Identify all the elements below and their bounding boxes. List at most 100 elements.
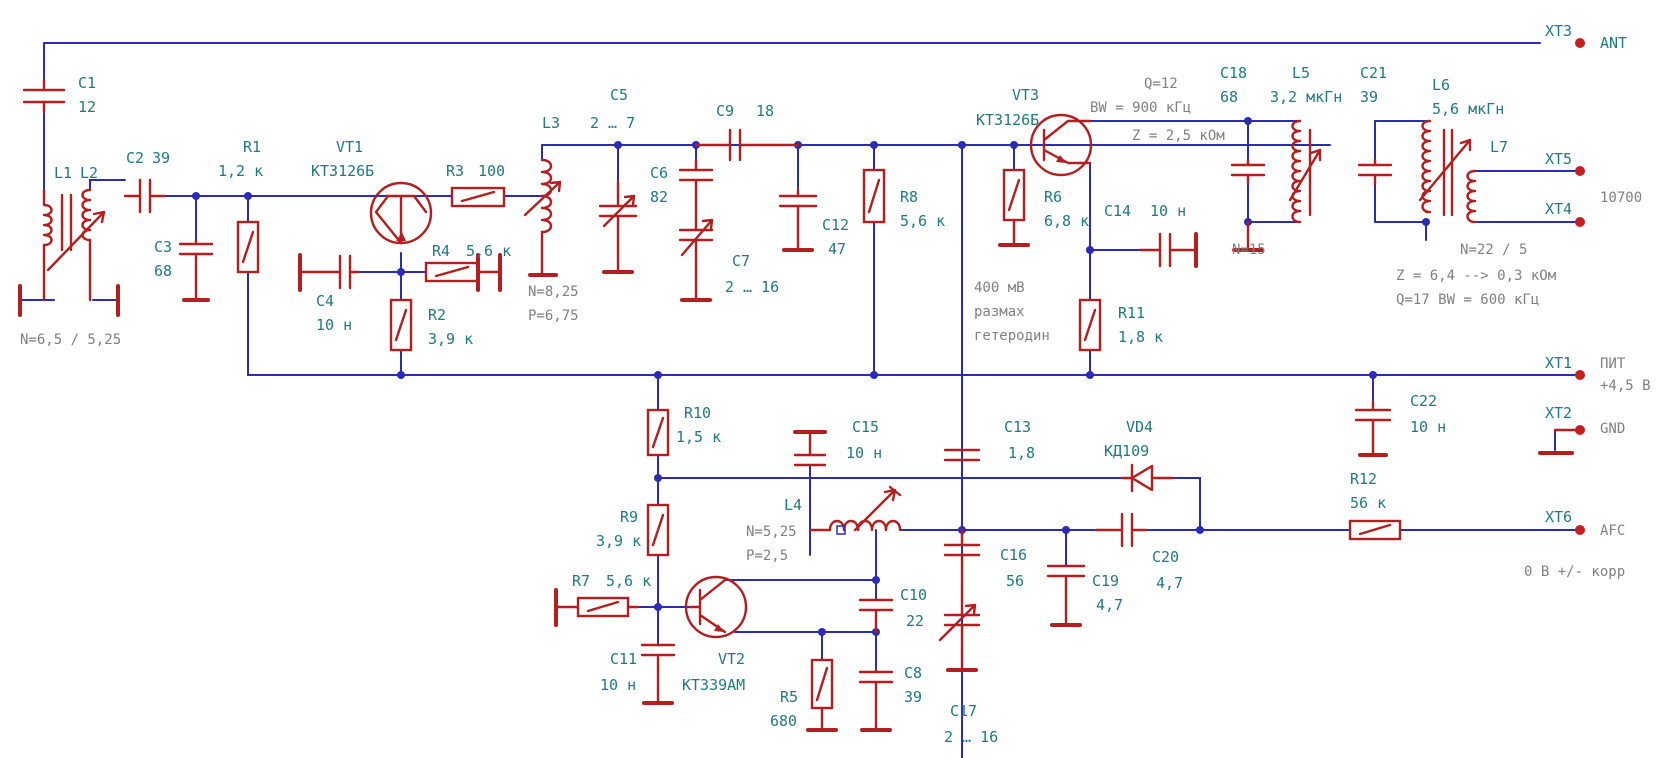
connector-net-xt2: GND bbox=[1600, 421, 1625, 437]
note-lo-label: гетеродин bbox=[974, 328, 1050, 344]
val-r7: 5,6 к bbox=[606, 572, 651, 590]
val-r1: 1,2 к bbox=[218, 162, 263, 180]
val-r11: 1,8 к bbox=[1118, 328, 1163, 346]
connector-ref-xt4: XT4 bbox=[1545, 200, 1572, 218]
ref-l5: L5 bbox=[1292, 64, 1310, 82]
note-l3-tap: P=6,75 bbox=[528, 308, 579, 324]
note-z1: Z = 2,5 кОм bbox=[1132, 128, 1225, 144]
ref-c7: C7 bbox=[732, 252, 750, 270]
connector-net-xt4: 10700 bbox=[1600, 190, 1642, 206]
val-c7: 2 … 16 bbox=[725, 278, 779, 296]
val-vt2: КТ339АМ bbox=[682, 676, 745, 694]
connector-ref-xt2: XT2 bbox=[1545, 404, 1572, 422]
ref-vt3: VT3 bbox=[1012, 86, 1039, 104]
ref-c17: C17 bbox=[950, 702, 977, 720]
connector-dots bbox=[1538, 38, 1585, 535]
val-r2: 3,9 к bbox=[428, 330, 473, 348]
val-c10: 22 bbox=[906, 612, 924, 630]
ref-vd4: VD4 bbox=[1126, 418, 1153, 436]
ref-l3: L3 bbox=[542, 114, 560, 132]
ref-c21: C21 bbox=[1360, 64, 1387, 82]
ref-c10: C10 bbox=[900, 586, 927, 604]
ref-c5: C5 bbox=[610, 86, 628, 104]
ref-vt1: VT1 bbox=[336, 138, 363, 156]
val-c2: 39 bbox=[152, 149, 170, 167]
connector-net-xt1: ПИТ bbox=[1600, 356, 1626, 372]
ref-c16: C16 bbox=[1000, 546, 1027, 564]
val-r8: 5,6 к bbox=[900, 212, 945, 230]
ref-r2: R2 bbox=[428, 306, 446, 324]
val-c9: 18 bbox=[756, 102, 774, 120]
val-c6: 82 bbox=[650, 188, 668, 206]
val-r5: 680 bbox=[770, 712, 797, 730]
ref-r3: R3 bbox=[446, 162, 464, 180]
ref-c12: C12 bbox=[822, 216, 849, 234]
ref-l1: L1 bbox=[54, 164, 72, 182]
ref-r9: R9 bbox=[620, 508, 638, 526]
val-c11: 10 н bbox=[600, 676, 636, 694]
ref-l6: L6 bbox=[1432, 76, 1450, 94]
ref-l4: L4 bbox=[784, 496, 802, 514]
note-l5-turns: N=15 bbox=[1232, 242, 1266, 258]
ref-r7: R7 bbox=[572, 572, 590, 590]
val-r12: 56 к bbox=[1350, 494, 1386, 512]
val-r10: 1,5 к bbox=[676, 428, 721, 446]
ref-c6: C6 bbox=[650, 164, 668, 182]
val-c17: 2 … 16 bbox=[944, 728, 998, 746]
ref-c9: C9 bbox=[716, 102, 734, 120]
val-c8: 39 bbox=[904, 688, 922, 706]
val-l6: 5,6 мкГн bbox=[1432, 100, 1504, 118]
ref-r1: R1 bbox=[243, 138, 261, 156]
ref-r10: R10 bbox=[684, 404, 711, 422]
note-l3-turns: N=8,25 bbox=[528, 284, 579, 300]
val-c16: 56 bbox=[1006, 572, 1024, 590]
ref-c19: C19 bbox=[1092, 572, 1119, 590]
val-c3: 68 bbox=[154, 262, 172, 280]
connector-net2-xt1: +4,5 В bbox=[1600, 378, 1651, 394]
junctions bbox=[192, 117, 1430, 636]
val-c5: 2 … 7 bbox=[590, 114, 635, 132]
ref-r8: R8 bbox=[900, 188, 918, 206]
val-c18: 68 bbox=[1220, 88, 1238, 106]
ref-r4: R4 bbox=[432, 242, 450, 260]
ref-c22: C22 bbox=[1410, 392, 1437, 410]
val-r4: 5,6 к bbox=[466, 242, 511, 260]
ref-c14: C14 bbox=[1104, 202, 1131, 220]
wires bbox=[19, 42, 1581, 758]
connector-ref-xt6: XT6 bbox=[1545, 508, 1572, 526]
note-q2-bw2: Q=17 BW = 600 кГц bbox=[1396, 292, 1539, 308]
ref-c1: C1 bbox=[78, 74, 96, 92]
note-l6-turns: N=22 / 5 bbox=[1460, 242, 1527, 258]
val-vd4: КД109 bbox=[1104, 442, 1149, 460]
val-c20: 4,7 bbox=[1156, 574, 1183, 592]
connector-ref-xt1: XT1 bbox=[1545, 354, 1572, 372]
connector-net-xt3: ANT bbox=[1600, 34, 1627, 52]
connector-net-xt6: AFC bbox=[1600, 523, 1625, 539]
connector-ref-xt5: XT5 bbox=[1545, 150, 1572, 168]
ref-r11: R11 bbox=[1118, 304, 1145, 322]
val-vt1: КТ3126Б bbox=[311, 162, 374, 180]
ref-c8: C8 bbox=[904, 664, 922, 682]
ref-r5: R5 bbox=[780, 688, 798, 706]
val-r9: 3,9 к bbox=[596, 532, 641, 550]
note-q1: Q=12 bbox=[1144, 76, 1178, 92]
note-l4-turns: N=5,25 bbox=[746, 524, 797, 540]
val-c15: 10 н bbox=[846, 444, 882, 462]
connector-ref-xt3: XT3 bbox=[1545, 22, 1572, 40]
ref-r6: R6 bbox=[1044, 188, 1062, 206]
ref-c18: C18 bbox=[1220, 64, 1247, 82]
val-r3: 100 bbox=[478, 162, 505, 180]
components bbox=[18, 78, 1477, 732]
note-z2: Z = 6,4 --> 0,3 кОм bbox=[1396, 268, 1557, 284]
val-c13: 1,8 bbox=[1008, 444, 1035, 462]
note-l4-tap: P=2,5 bbox=[746, 548, 788, 564]
ref-c11: C11 bbox=[610, 650, 637, 668]
note-lo-amplitude: 400 мВ bbox=[974, 280, 1025, 296]
ref-c2: C2 bbox=[126, 149, 144, 167]
note-afc-range: 0 В +/- корр bbox=[1524, 564, 1625, 580]
ref-c20: C20 bbox=[1152, 548, 1179, 566]
val-c1: 12 bbox=[78, 98, 96, 116]
ref-c13: C13 bbox=[1004, 418, 1031, 436]
val-c12: 47 bbox=[828, 240, 846, 258]
